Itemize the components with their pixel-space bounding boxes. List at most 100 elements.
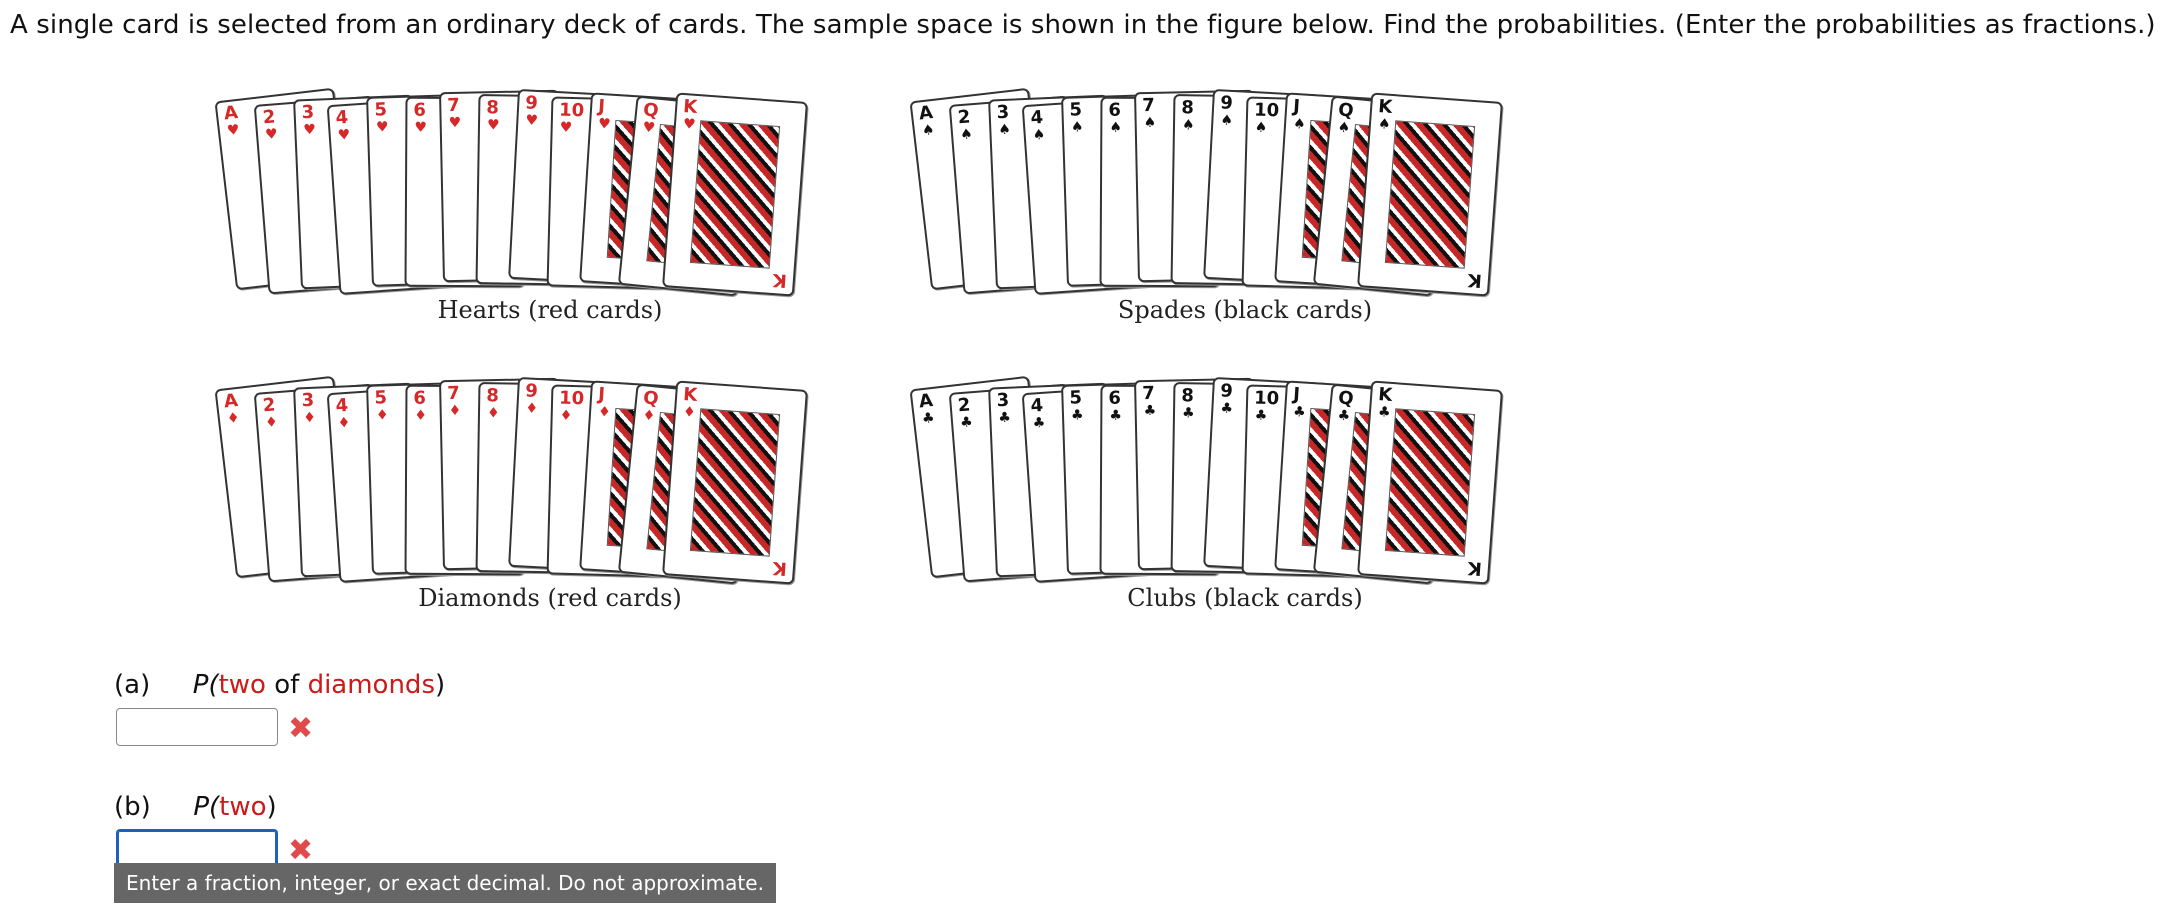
card-suit-pip: ♥ <box>303 121 317 139</box>
playing-card: K♠K <box>1357 92 1503 297</box>
card-rank: J <box>597 383 606 406</box>
card-rank: 8 <box>486 385 499 407</box>
playing-card: K♣K <box>1357 380 1503 585</box>
card-rank: 2 <box>261 394 277 417</box>
card-rank: J <box>1292 383 1301 406</box>
card-rank: 3 <box>301 101 315 124</box>
card-rank: 6 <box>413 99 427 121</box>
spades-group: A♠♠2♠♠3♠♠4♠♠♠5♠♠♠6♠♠♠7♠♠♠8♠♠♠9♠♠♠10♠♠♠J♠… <box>909 87 1570 328</box>
spades-cards: A♠♠2♠♠3♠♠4♠♠♠5♠♠♠6♠♠♠7♠♠♠8♠♠♠9♠♠♠10♠♠♠J♠… <box>909 87 1570 297</box>
card-rank: 8 <box>1181 97 1194 119</box>
card-suit-pip: ♠ <box>1181 117 1195 134</box>
card-suit-pip: ♠ <box>1032 126 1046 144</box>
card-suit-pip: ♣ <box>1254 407 1268 425</box>
card-rank: 4 <box>334 106 349 129</box>
clubs-caption: Clubs (black cards) <box>1127 584 1363 612</box>
card-suit-pip: ♣ <box>1220 400 1234 418</box>
clubs-group: A♣♣2♣♣3♣♣4♣♣♣5♣♣♣6♣♣♣7♣♣♣8♣♣♣9♣♣♣10♣♣♣J♣… <box>909 375 1570 616</box>
card-suit-pip: ♣ <box>1181 405 1195 422</box>
card-suit-pip: ♦ <box>414 407 427 424</box>
card-rank: K <box>772 269 788 291</box>
diamonds-caption: Diamonds (red cards) <box>418 584 682 612</box>
card-rank: 9 <box>1219 380 1234 403</box>
card-suit-pip: ♦ <box>559 407 573 425</box>
card-rank: 9 <box>524 92 539 115</box>
answer-b-input[interactable] <box>116 829 278 867</box>
card-suit-pip: ♦ <box>448 402 462 420</box>
card-suit-pip: ♥ <box>486 117 500 134</box>
card-suit-pip: ♣ <box>1109 407 1122 424</box>
card-suit-pip: ♦ <box>682 404 697 421</box>
card-rank: 6 <box>1108 99 1122 121</box>
question-a-of: of <box>265 670 308 700</box>
question-b-letter: (b) <box>114 792 151 822</box>
input-hint-tooltip: Enter a fraction, integer, or exact deci… <box>114 863 776 903</box>
card-suit-pip: ♥ <box>226 121 241 140</box>
diamonds-cards: A♦♦2♦♦3♦♦4♦♦♦5♦♦♦6♦♦♦7♦♦♦8♦♦♦9♦♦♦10♦♦♦J♦… <box>214 375 875 585</box>
card-rank: K <box>1467 269 1483 291</box>
card-suit-pip: ♥ <box>525 112 539 130</box>
card-rank: A <box>222 101 240 125</box>
card-rank: Q <box>1337 387 1355 410</box>
card-rank: A <box>917 389 935 413</box>
card-suit-pip: ♦ <box>525 400 539 418</box>
question-a-close: ) <box>435 670 446 700</box>
card-suit-pip: ♠ <box>1070 119 1084 136</box>
card-suit-pip: ♣ <box>1032 414 1046 432</box>
answer-a-input[interactable] <box>116 708 278 746</box>
question-b-rank: two <box>219 792 267 822</box>
card-suit-pip: ♦ <box>226 409 241 428</box>
card-rank: 5 <box>374 99 388 121</box>
question-a-p: P( <box>192 670 219 700</box>
card-suit-pip: ♥ <box>597 115 612 133</box>
card-rank: 2 <box>956 106 972 129</box>
card-suit-pip: ♣ <box>1292 403 1307 421</box>
card-rank: K <box>682 96 698 118</box>
card-suit-pip: ♥ <box>641 119 656 137</box>
card-rank: 8 <box>1181 385 1194 407</box>
question-a-label: (a) P(two of diamonds) <box>114 670 445 700</box>
card-suit-pip: ♥ <box>559 119 573 137</box>
diamonds-group: A♦♦2♦♦3♦♦4♦♦♦5♦♦♦6♦♦♦7♦♦♦8♦♦♦9♦♦♦10♦♦♦J♦… <box>214 375 875 616</box>
question-b-close: ) <box>266 792 277 822</box>
x-mark-icon: ✖ <box>288 711 314 746</box>
card-rank: 7 <box>1142 382 1156 405</box>
card-suit-pip: ♣ <box>998 409 1012 427</box>
card-suit-pip: ♣ <box>1070 407 1084 424</box>
card-rank: Q <box>642 99 660 122</box>
card-rank: 2 <box>261 106 277 129</box>
card-rank: 5 <box>1069 387 1083 409</box>
card-rank: 2 <box>956 394 972 417</box>
card-suit-pip: ♥ <box>337 126 351 144</box>
card-rank: K <box>1377 96 1393 118</box>
card-suit-pip: ♠ <box>1336 119 1351 137</box>
card-rank: 4 <box>1029 394 1044 417</box>
card-suit-pip: ♦ <box>486 405 500 422</box>
card-suit-pip: ♠ <box>1292 115 1307 133</box>
card-suit-pip: ♠ <box>1377 116 1392 133</box>
card-suit-pip: ♣ <box>921 409 936 428</box>
court-card-art <box>1384 408 1476 557</box>
card-suit-pip: ♥ <box>414 119 427 136</box>
card-suit-pip: ♠ <box>1109 119 1122 136</box>
spades-caption: Spades (black cards) <box>1117 296 1373 324</box>
question-a-rank: two <box>218 670 266 700</box>
card-rank: A <box>222 389 240 413</box>
question-b-p: P( <box>193 792 220 822</box>
question-prompt: A single card is selected from an ordina… <box>10 10 2156 40</box>
card-suit-pip: ♦ <box>337 414 351 432</box>
card-rank: K <box>1467 557 1483 579</box>
hearts-caption: Hearts (red cards) <box>437 296 663 324</box>
card-rank: 7 <box>1142 94 1156 117</box>
card-suit-pip: ♣ <box>1336 407 1351 425</box>
card-rank: 9 <box>524 380 539 403</box>
card-suit-pip: ♠ <box>1143 114 1157 132</box>
card-rank: 7 <box>447 94 461 117</box>
card-suit-pip: ♦ <box>375 407 389 424</box>
question-b-label: (b) P(two) <box>114 792 277 822</box>
court-card-art <box>689 120 781 269</box>
card-suit-pip: ♥ <box>375 119 389 136</box>
hearts-cards: A♥♥2♥♥3♥♥4♥♥♥5♥♥♥6♥♥♥7♥♥♥8♥♥♥9♥♥♥10♥♥♥J♥… <box>214 87 875 297</box>
card-rank: 3 <box>301 389 315 412</box>
card-rank: K <box>682 384 698 406</box>
